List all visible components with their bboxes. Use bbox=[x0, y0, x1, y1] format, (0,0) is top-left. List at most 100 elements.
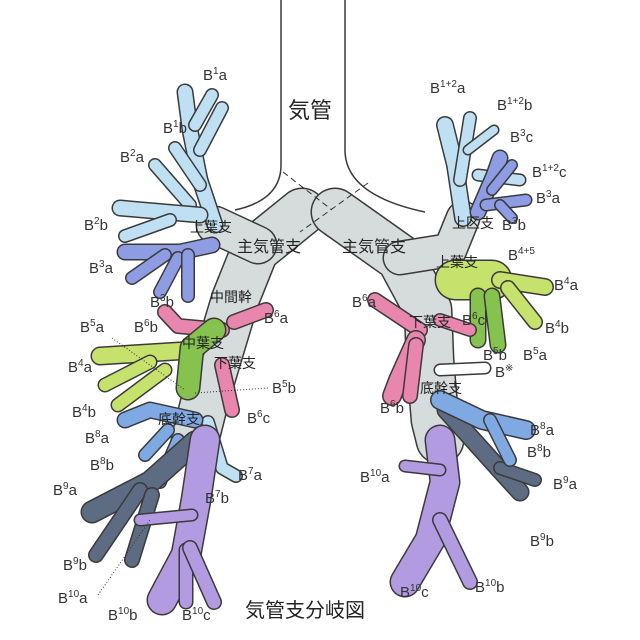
segment-label-left: B4a bbox=[68, 358, 93, 376]
label-superscript: 6 bbox=[144, 318, 150, 329]
b9a-right-branch bbox=[494, 462, 541, 486]
upper-division-right-label: 上区支 bbox=[452, 216, 494, 232]
label-suffix: a bbox=[101, 430, 110, 447]
segment-label-right: B※ bbox=[495, 363, 513, 381]
label-suffix: b bbox=[561, 320, 569, 337]
segment-label-left: B4b bbox=[72, 403, 96, 421]
segment-label-right: B3a bbox=[536, 189, 561, 207]
label-base: B bbox=[530, 533, 540, 550]
label-superscript: 10 bbox=[192, 606, 204, 617]
label-superscript: 4 bbox=[78, 358, 84, 369]
segment-label-right: B8b bbox=[527, 443, 551, 461]
segment-label-left: B10a bbox=[58, 589, 88, 607]
label-superscript: 9 bbox=[73, 556, 79, 567]
label-base: B bbox=[462, 312, 472, 329]
segment-label-left: B6b bbox=[134, 318, 158, 336]
b4a-left-branch bbox=[99, 356, 156, 391]
label-superscript: 4 bbox=[564, 276, 570, 287]
label-superscript: 8 bbox=[540, 421, 546, 432]
segment-label-left: B2b bbox=[84, 216, 108, 234]
label-suffix: c bbox=[559, 164, 567, 181]
b3a-right-branch bbox=[481, 195, 531, 210]
label-suffix: a bbox=[136, 149, 145, 166]
label-superscript: 10 bbox=[68, 589, 80, 600]
label-suffix: a bbox=[457, 80, 466, 97]
label-base: B bbox=[430, 80, 440, 97]
label-superscript: 6 bbox=[472, 311, 478, 322]
label-base: B bbox=[272, 380, 282, 397]
label-suffix: b bbox=[546, 533, 554, 550]
label-suffix: a bbox=[79, 590, 88, 607]
label-base: B bbox=[205, 490, 215, 507]
trachea-right-wall bbox=[344, 0, 426, 213]
label-superscript: ※ bbox=[505, 363, 513, 374]
label-suffix: a bbox=[105, 260, 114, 277]
lower-lobe-right-label: 下葉支 bbox=[409, 315, 451, 331]
segment-label-right: B4b bbox=[545, 319, 569, 337]
label-superscript: 3 bbox=[512, 216, 518, 227]
intermediate-trunk-label: 中間幹 bbox=[210, 289, 252, 306]
label-base: B bbox=[545, 320, 555, 337]
label-superscript: 1+2 bbox=[542, 163, 559, 174]
segment-label-right: B5a bbox=[523, 346, 548, 364]
b3a-left-branch bbox=[126, 249, 171, 284]
b9c-left-branch bbox=[125, 488, 159, 567]
label-suffix: a bbox=[96, 319, 105, 336]
upper-lobe-right-stem-branch bbox=[384, 202, 479, 274]
segment-label-left: B5b bbox=[272, 379, 296, 397]
label-suffix: a bbox=[570, 277, 579, 294]
label-suffix: a bbox=[368, 294, 377, 311]
label-base: B bbox=[523, 347, 533, 364]
segment-label-left: B1a bbox=[203, 66, 228, 84]
segment-label-right: B1+2a bbox=[430, 79, 466, 97]
label-superscript: 5 bbox=[90, 318, 96, 329]
segment-label-left: B2a bbox=[120, 148, 145, 166]
label-base: B bbox=[400, 584, 410, 601]
b10b-right-branch bbox=[433, 513, 477, 589]
pointer-line bbox=[194, 387, 269, 394]
label-base: B bbox=[510, 129, 520, 146]
label-superscript: 9 bbox=[540, 532, 546, 543]
label-base: B bbox=[352, 294, 362, 311]
label-base: B bbox=[134, 319, 144, 336]
label-suffix: b bbox=[88, 404, 96, 421]
label-base: B bbox=[72, 404, 82, 421]
diagram-title: 気管支分岐図 bbox=[245, 598, 365, 622]
label-suffix: a bbox=[219, 67, 228, 84]
label-superscript: 1+2 bbox=[440, 79, 457, 90]
label-base: B bbox=[90, 457, 100, 474]
label-superscript: 4 bbox=[555, 319, 561, 330]
dashed-boundary bbox=[282, 171, 333, 211]
label-suffix: b bbox=[179, 120, 187, 137]
b6a-right-branch bbox=[368, 293, 427, 337]
b1-left-branch bbox=[178, 85, 222, 232]
label-base: B bbox=[380, 400, 390, 417]
b6a-left-branch bbox=[227, 303, 273, 329]
segment-label-right: B6c bbox=[462, 311, 486, 329]
label-suffix: b bbox=[396, 400, 404, 417]
label-suffix: a bbox=[280, 310, 289, 327]
label-superscript: 1 bbox=[173, 119, 179, 130]
label-suffix: b bbox=[543, 444, 551, 461]
b1b-left-branch bbox=[194, 102, 228, 156]
segment-label-right: B1+2b bbox=[497, 96, 532, 114]
label-suffix: b bbox=[100, 217, 108, 234]
label-base: B bbox=[58, 590, 68, 607]
label-superscript: 5 bbox=[282, 379, 288, 390]
label-base: B bbox=[497, 97, 507, 114]
b1a-left-branch bbox=[189, 89, 218, 131]
label-suffix: b bbox=[106, 457, 114, 474]
main-bronchus-left-label: 主気管支 bbox=[237, 237, 301, 256]
segment-label-right: B3c bbox=[510, 128, 534, 146]
label-suffix: b bbox=[166, 294, 174, 311]
label-suffix: a bbox=[539, 347, 548, 364]
b-star-right-branch bbox=[435, 363, 490, 375]
label-superscript: 10 bbox=[118, 606, 130, 617]
label-suffix: c bbox=[526, 129, 534, 146]
label-base: B bbox=[360, 469, 370, 486]
b10a-right-branch bbox=[400, 461, 445, 475]
b2b-left-branch bbox=[113, 201, 207, 222]
b10-left-branch bbox=[148, 426, 219, 614]
label-superscript: 7 bbox=[215, 489, 221, 500]
